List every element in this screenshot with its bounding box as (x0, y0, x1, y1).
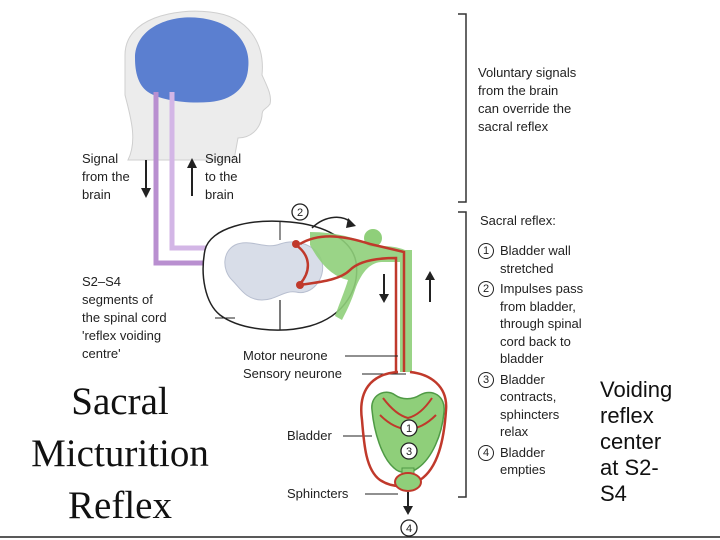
bladder-label: Bladder (287, 428, 332, 443)
arrow-up-signal (187, 158, 197, 196)
neuron-body-2 (296, 281, 304, 289)
reflex-curve-arrowhead (346, 218, 356, 228)
sensory-neurone-label: Sensory neurone (243, 366, 343, 381)
sensory-neurone (299, 235, 406, 372)
marker-4: 4 (406, 523, 412, 535)
arrow-down-signal (141, 160, 151, 198)
nerve-green-sheath (310, 232, 412, 372)
motor-neurone-label: Motor neurone (243, 348, 328, 363)
arrow-down-nerve (379, 274, 389, 303)
outflow-arrow (403, 492, 413, 515)
reflex-curve-arrow (311, 216, 353, 229)
marker-2-circle (291, 203, 309, 221)
interneuron (295, 243, 309, 285)
marker-3-circle (400, 442, 418, 460)
sacral-reflex-heading: Sacral reflex: (480, 213, 556, 228)
marker-2: 2 (297, 207, 303, 219)
arrow-up-nerve (425, 271, 435, 302)
brain (135, 17, 249, 103)
step-2-number: 2 (478, 281, 494, 297)
marker-1-circle (400, 419, 418, 437)
step-1-number: 1 (478, 243, 494, 259)
neuron-body-1 (292, 240, 300, 248)
bracket-voluntary (458, 13, 467, 203)
sphincter (394, 472, 422, 492)
marker-3: 3 (406, 446, 412, 458)
marker-1: 1 (406, 423, 412, 435)
sphincters-label: Sphincters (287, 486, 349, 501)
motor-neurone (299, 256, 398, 372)
step-4-number: 4 (478, 444, 494, 461)
step-3-number: 3 (478, 371, 494, 388)
bracket-sacral (458, 211, 467, 498)
marker-4-circle (400, 519, 418, 537)
